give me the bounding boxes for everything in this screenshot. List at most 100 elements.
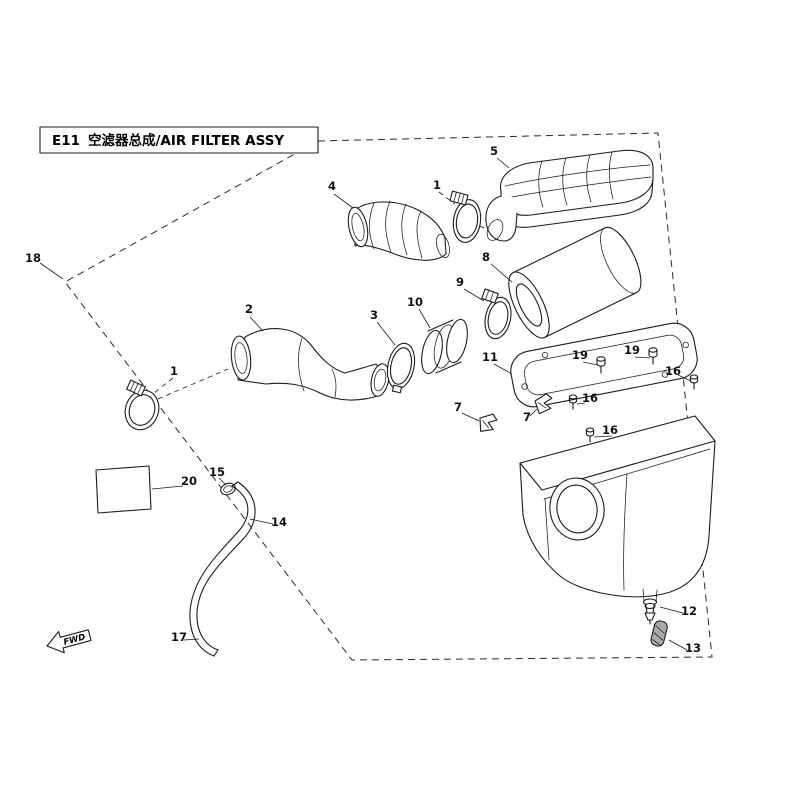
- callout-18: 18: [25, 251, 41, 265]
- part-16-bolt-b: [568, 394, 578, 410]
- cover-rib: [562, 157, 568, 206]
- part-14-17-drain-hose: [189, 481, 256, 657]
- callout-1-left: 1: [170, 364, 178, 378]
- leader-5: [496, 157, 510, 169]
- leader-lines: [39, 157, 692, 651]
- fwd-arrow: FWD: [46, 629, 92, 654]
- part-8-filter-element: [508, 226, 642, 339]
- part-2-intake-hose: [230, 328, 390, 401]
- cover-rib: [586, 154, 592, 203]
- callout-16-a: 16: [665, 364, 681, 378]
- airbox-rim: [519, 440, 716, 491]
- leader-7-b: [529, 408, 538, 417]
- part-19-bolt-b: [648, 347, 658, 365]
- leader-19-b: [634, 356, 651, 359]
- title-block: E11 空滤器总成/AIR FILTER ASSY: [39, 126, 319, 154]
- callout-8: 8: [482, 250, 490, 264]
- leader-16-a: [677, 374, 692, 382]
- gasket-hole: [521, 383, 528, 390]
- title-name: 空滤器总成/AIR FILTER ASSY: [88, 132, 284, 149]
- duct-rib: [416, 210, 423, 259]
- callout-5: 5: [490, 144, 498, 158]
- leader-16-c: [593, 435, 613, 438]
- callout-14: 14: [271, 515, 287, 529]
- callout-16-b: 16: [582, 391, 598, 405]
- part-16-bolt-c: [585, 427, 595, 443]
- part-16-bolt-a: [689, 374, 699, 390]
- callout-4: 4: [328, 179, 336, 193]
- duct-rib: [369, 202, 375, 250]
- fwd-arrow-shape: [46, 629, 92, 654]
- airbox-body: [519, 415, 716, 606]
- leader-17: [183, 638, 200, 641]
- part-7-clip-b: [534, 393, 553, 415]
- callout-1-top: 1: [433, 178, 441, 192]
- part-9-clamp: [481, 288, 512, 340]
- title-box: [39, 126, 319, 154]
- leader-14: [249, 518, 274, 525]
- callout-3: 3: [370, 308, 378, 322]
- callout-19-a: 19: [572, 348, 588, 362]
- clamp-screw: [481, 288, 499, 304]
- part-5-cover: [485, 149, 654, 242]
- part-4-corrugated-duct: [347, 200, 450, 261]
- part-3-band-clamp: [386, 342, 416, 394]
- callout-11: 11: [482, 350, 498, 364]
- duct-opening: [347, 206, 369, 248]
- leader-15: [218, 477, 227, 486]
- part-12-drain-fitting: [644, 602, 656, 625]
- leader-19-a: [582, 361, 599, 366]
- leader-16-b: [576, 402, 586, 405]
- diagram-boundary: [64, 132, 713, 661]
- callout-10: 10: [407, 295, 423, 309]
- gasket-hole: [661, 371, 669, 378]
- part-1-clamp-top: [449, 190, 482, 243]
- part-1-clamp-left: [124, 379, 160, 431]
- leader-13: [668, 639, 688, 651]
- duct-rib: [401, 203, 408, 256]
- duct-rib: [385, 200, 392, 253]
- leader-4: [333, 193, 354, 209]
- gasket-hole: [682, 341, 689, 349]
- leader-3: [376, 321, 396, 346]
- callout-7-a: 7: [454, 400, 462, 414]
- leader-1-left: [153, 377, 174, 394]
- cover-rib: [538, 160, 544, 208]
- leader-1-left-hose: [157, 368, 229, 400]
- part-19-bolt-a: [596, 356, 606, 374]
- leader-1-top: [438, 191, 456, 205]
- leader-10: [418, 308, 431, 329]
- filter-face: [508, 271, 550, 339]
- leader-20: [151, 485, 184, 490]
- hose-right-opening: [370, 363, 390, 397]
- clamp-screw: [449, 190, 469, 206]
- part-7-clip-a: [479, 413, 498, 432]
- callout-7-b: 7: [523, 410, 531, 424]
- callout-15: 15: [209, 465, 225, 479]
- hose-wrinkle: [331, 368, 337, 398]
- part-10-connector-tube: [421, 318, 468, 375]
- fwd-label: FWD: [63, 632, 87, 647]
- callout-2: 2: [245, 302, 253, 316]
- cover-rib: [609, 151, 614, 200]
- callout-17: 17: [171, 630, 187, 644]
- title-code: E11: [52, 133, 80, 149]
- leader-7-a: [461, 412, 480, 422]
- airbox-opening: [549, 477, 605, 541]
- airbox-panel-line: [544, 498, 550, 561]
- leader-1-top-spout: [479, 225, 489, 231]
- airbox-panel-line: [623, 473, 628, 591]
- drain-boss: [642, 588, 658, 603]
- leader-12: [659, 606, 684, 614]
- leader-18: [39, 262, 64, 280]
- hose-wrinkle: [298, 337, 305, 392]
- callout-9: 9: [456, 275, 464, 289]
- leader-9: [463, 288, 485, 302]
- leader-11: [493, 363, 513, 375]
- clamp-bolt: [391, 384, 403, 394]
- callout-19-b: 19: [624, 343, 640, 357]
- leader-2: [249, 316, 264, 332]
- callouts: 18 1 2 4 1 5 8 9 10 3 11 19 19 16 16 7 7…: [25, 144, 701, 655]
